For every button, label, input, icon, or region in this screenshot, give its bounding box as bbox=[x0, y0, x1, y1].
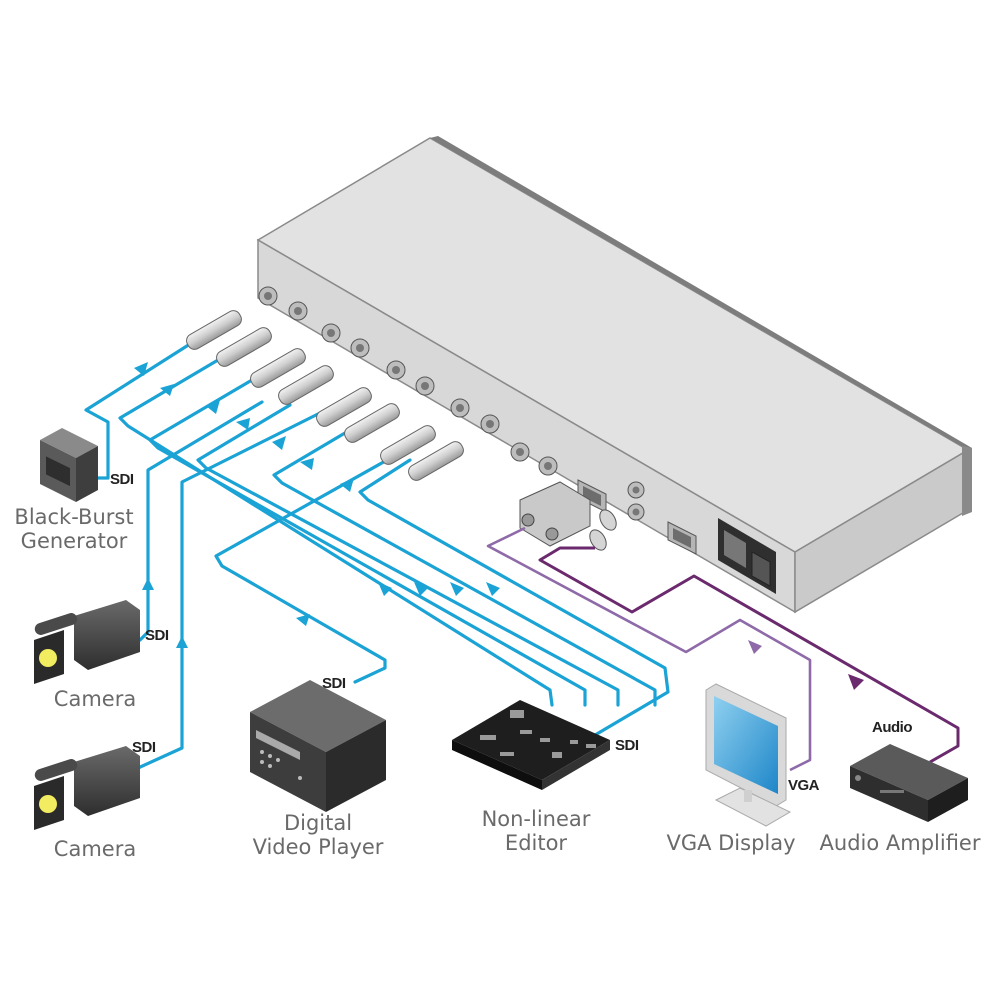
sdi-cable-2 bbox=[148, 378, 587, 707]
vga-plug bbox=[519, 481, 591, 547]
arrow-icon bbox=[236, 418, 250, 430]
audio-port-tag: Audio bbox=[872, 719, 912, 736]
black-burst-port-tag: SDI bbox=[110, 471, 134, 488]
chassis-rim bbox=[430, 136, 972, 450]
sdi-cable-3 bbox=[196, 403, 620, 707]
rca-plugs bbox=[589, 509, 617, 551]
sdi-cable-camera-1 bbox=[138, 400, 264, 642]
bnc-port[interactable] bbox=[450, 398, 470, 418]
vga-port-tag: VGA bbox=[788, 777, 820, 794]
video-player-label-2: Video Player bbox=[253, 835, 384, 859]
bnc-port[interactable] bbox=[480, 414, 500, 434]
editor-label-2: Editor bbox=[505, 831, 568, 855]
rs232-port[interactable] bbox=[667, 521, 697, 555]
camera-1-port-tag: SDI bbox=[145, 627, 169, 644]
bnc-port[interactable] bbox=[288, 301, 308, 321]
switcher-chassis bbox=[256, 136, 972, 614]
arrow-icon bbox=[142, 578, 154, 590]
amplifier-icon bbox=[850, 744, 968, 822]
arrow-icon bbox=[486, 582, 500, 596]
bnc-port[interactable] bbox=[538, 456, 558, 476]
bnc-port[interactable] bbox=[415, 376, 435, 396]
black-burst-label-2: Generator bbox=[21, 529, 128, 553]
camera-2-port-tag: SDI bbox=[132, 739, 156, 756]
bnc-port[interactable] bbox=[258, 286, 278, 306]
vga-cable bbox=[486, 526, 812, 772]
arrow-icon bbox=[414, 582, 428, 596]
bnc-ports bbox=[258, 286, 645, 521]
bnc-port[interactable] bbox=[627, 481, 645, 499]
editor-port-tag: SDI bbox=[615, 737, 639, 754]
arrow-icon bbox=[272, 436, 286, 450]
sdi-cable-black-burst bbox=[84, 342, 192, 480]
arrow-icon bbox=[296, 614, 310, 626]
bnc-plugs bbox=[186, 310, 464, 481]
arrow-icon bbox=[176, 636, 188, 648]
sdi-cable-4 bbox=[272, 428, 657, 707]
video-camera-icon bbox=[34, 746, 140, 830]
bnc-port[interactable] bbox=[386, 360, 406, 380]
sdi-cable-5 bbox=[358, 458, 670, 740]
arrow-icon bbox=[748, 640, 762, 654]
arrow-icon bbox=[300, 458, 314, 470]
sdi-arrows bbox=[134, 362, 500, 648]
arrow-icon bbox=[848, 674, 864, 690]
arrow-icon bbox=[340, 478, 354, 492]
power-switch[interactable] bbox=[751, 551, 771, 587]
video-camera-icon bbox=[34, 600, 140, 684]
audio-amplifier-label: Audio Amplifier bbox=[820, 831, 981, 855]
arrow-icon bbox=[134, 362, 148, 376]
video-player-port-tag: SDI bbox=[322, 675, 346, 692]
bnc-port[interactable] bbox=[510, 442, 530, 462]
video-player-label: Digital bbox=[284, 811, 352, 835]
monitor-icon bbox=[705, 683, 792, 827]
black-burst-generator-icon bbox=[40, 428, 98, 502]
vga-display-label: VGA Display bbox=[666, 831, 795, 855]
editing-console-icon bbox=[452, 700, 610, 790]
arrow-icon bbox=[378, 582, 392, 596]
video-player-icon bbox=[250, 680, 386, 812]
arrow-icon bbox=[160, 384, 174, 396]
black-burst-label: Black-Burst bbox=[14, 505, 133, 529]
bnc-port[interactable] bbox=[321, 323, 341, 343]
sdi-cable-camera-2 bbox=[136, 408, 328, 770]
editor-label: Non-linear bbox=[482, 807, 591, 831]
camera-1-label: Camera bbox=[54, 687, 136, 711]
bnc-port[interactable] bbox=[350, 338, 370, 358]
bnc-port[interactable] bbox=[627, 503, 645, 521]
arrow-icon bbox=[206, 400, 220, 414]
camera-2-label: Camera bbox=[54, 837, 136, 861]
audio-cable bbox=[538, 546, 960, 764]
arrow-icon bbox=[450, 582, 464, 596]
sdi-cable-loop-1 bbox=[118, 358, 554, 707]
sdi-cable-video-player bbox=[214, 453, 398, 684]
